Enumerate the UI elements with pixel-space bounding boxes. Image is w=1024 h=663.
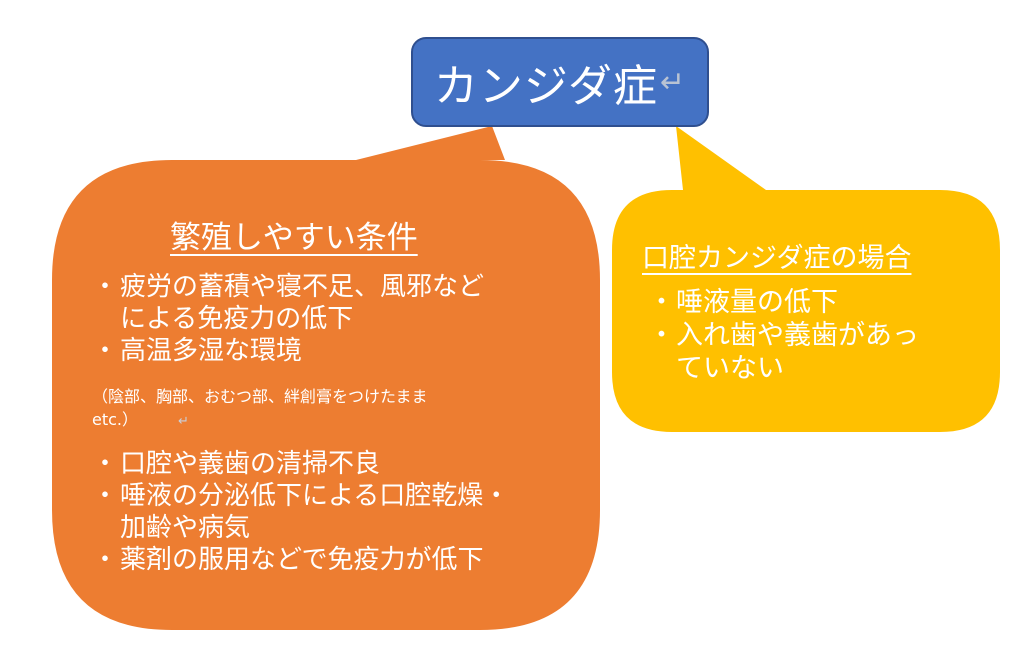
title-box [411, 37, 709, 127]
oral-list: 唾液量の低下 入れ歯や義歯があっ ていない [648, 286, 998, 385]
conditions-heading: 繁殖しやすい条件 [170, 220, 418, 256]
list-item: 入れ歯や義歯があっ ていない [648, 319, 998, 385]
list-item: 高温多湿な環境 [92, 335, 592, 367]
list-item: 唾液量の低下 [648, 286, 998, 319]
conditions-list-top: 疲労の蓄積や寝不足、風邪など による免疫力の低下 高温多湿な環境 [92, 271, 592, 367]
list-item: 疲労の蓄積や寝不足、風邪など による免疫力の低下 [92, 271, 592, 335]
return-mark-icon: ↵ [178, 414, 189, 429]
conditions-note: （陰部、胸部、おむつ部、絆創膏をつけたまま etc.）↵ [92, 385, 562, 433]
conditions-list-bottom: 口腔や義歯の清掃不良 唾液の分泌低下による口腔乾燥・ 加齢や病気 薬剤の服用など… [92, 448, 592, 576]
conditions-panel: 繁殖しやすい条件 疲労の蓄積や寝不足、風邪など による免疫力の低下 高温多湿な環… [52, 160, 600, 630]
title: カンジダ症 ↵ [412, 38, 708, 126]
list-item: 口腔や義歯の清掃不良 [92, 448, 592, 480]
list-item: 唾液の分泌低下による口腔乾燥・ 加齢や病気 [92, 480, 592, 544]
oral-heading: 口腔カンジダ症の場合 [642, 243, 912, 274]
list-item: 薬剤の服用などで免疫力が低下 [92, 544, 592, 576]
title-label: カンジダ症 [433, 61, 658, 112]
return-mark-icon: ↵ [659, 64, 687, 100]
note-text: （陰部、胸部、おむつ部、絆創膏をつけたまま etc.） [92, 387, 428, 429]
oral-panel: 口腔カンジダ症の場合 唾液量の低下 入れ歯や義歯があっ ていない [612, 190, 1000, 432]
